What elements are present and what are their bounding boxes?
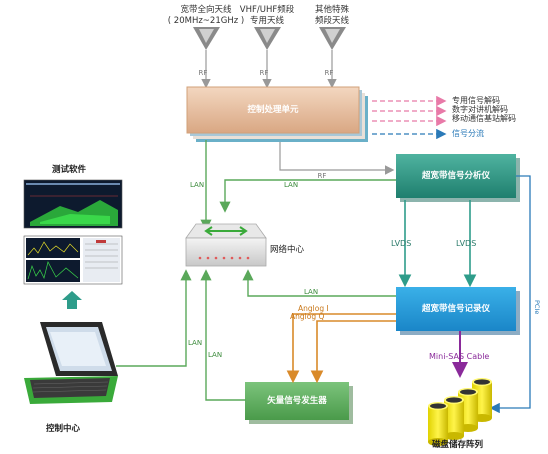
control-center-label: 控制中心 — [46, 424, 81, 434]
lan-label: LAN — [304, 288, 319, 296]
lvds-label: LVDS — [456, 239, 477, 248]
rf-links — [201, 50, 395, 175]
recorder-label: 超宽带信号记录仪 — [421, 304, 491, 314]
mini-sas-label: Mini-SAS Cable — [429, 352, 490, 361]
control-unit-label: 控制处理单元 — [247, 105, 299, 115]
recorder-box — [396, 287, 520, 335]
pcie-link — [489, 175, 531, 414]
antenna-label-line2: 专用天线 — [249, 16, 284, 26]
antenna-label-line1: 其他特殊 — [314, 5, 350, 15]
antenna-label-line2: 频段天线 — [314, 16, 350, 26]
upload-arrow-icon — [62, 291, 82, 309]
test-software-label: 测试软件 — [52, 165, 87, 175]
rf-label: RF — [259, 69, 269, 77]
antenna-label-special: 其他特殊 频段天线 — [315, 5, 349, 27]
analog-iq-links — [286, 313, 396, 384]
disk-array-icon — [428, 378, 492, 446]
disk-array-label: 磁盘储存阵列 — [432, 440, 484, 450]
network-switch-icon — [185, 223, 267, 267]
antenna-icon-vhf-uhf — [254, 27, 281, 50]
rf-label: RF — [317, 172, 327, 180]
antenna-label-line2: ( 20MHz~21GHz ) — [167, 16, 245, 26]
pcie-label: PCIe — [533, 300, 541, 315]
laptop-icon — [24, 322, 118, 404]
output-item: 数字对讲机解码 — [452, 105, 508, 114]
rf-label: RF — [198, 69, 208, 77]
analyzer-box — [396, 154, 520, 202]
rf-label: RF — [324, 69, 334, 77]
generator-label: 矢量信号发生器 — [267, 396, 327, 406]
decode-output-arrows — [372, 95, 447, 140]
output-item: 移动通信基站解码 — [452, 114, 516, 123]
network-center-label: 网络中心 — [270, 245, 305, 255]
antenna-icon-broadband — [193, 27, 220, 50]
output-item: 专用信号解码 — [452, 96, 500, 105]
generator-box — [245, 382, 353, 424]
analyzer-label: 超宽带信号分析仪 — [421, 171, 491, 181]
control-unit-box — [186, 86, 368, 142]
test-software-screenshot-spectrum — [23, 179, 123, 229]
decode-output-list: 专用信号解码 数字对讲机解码 移动通信基站解码 — [452, 96, 516, 123]
lan-label: LAN — [188, 339, 203, 347]
lan-label: LAN — [208, 351, 223, 359]
test-software-screenshot-analysis — [23, 235, 123, 285]
analog-i-label: Anglog I — [298, 304, 329, 313]
antenna-label-line1: 宽带全向天线 — [180, 5, 232, 15]
lan-label: LAN — [284, 181, 299, 189]
signal-split-label: 信号分流 — [452, 129, 484, 138]
antenna-label-line1: VHF/UHF频段 — [239, 5, 295, 15]
analog-q-label: Anglog Q — [290, 312, 325, 321]
antenna-label-broadband: 宽带全向天线 ( 20MHz~21GHz ) — [168, 5, 244, 27]
lan-label: LAN — [190, 181, 205, 189]
lvds-label: LVDS — [391, 239, 412, 248]
antenna-label-vhf-uhf: VHF/UHF频段 专用天线 — [240, 5, 294, 27]
lvds-links — [398, 200, 477, 288]
antenna-icon-special — [319, 27, 346, 50]
lan-links — [116, 140, 396, 401]
